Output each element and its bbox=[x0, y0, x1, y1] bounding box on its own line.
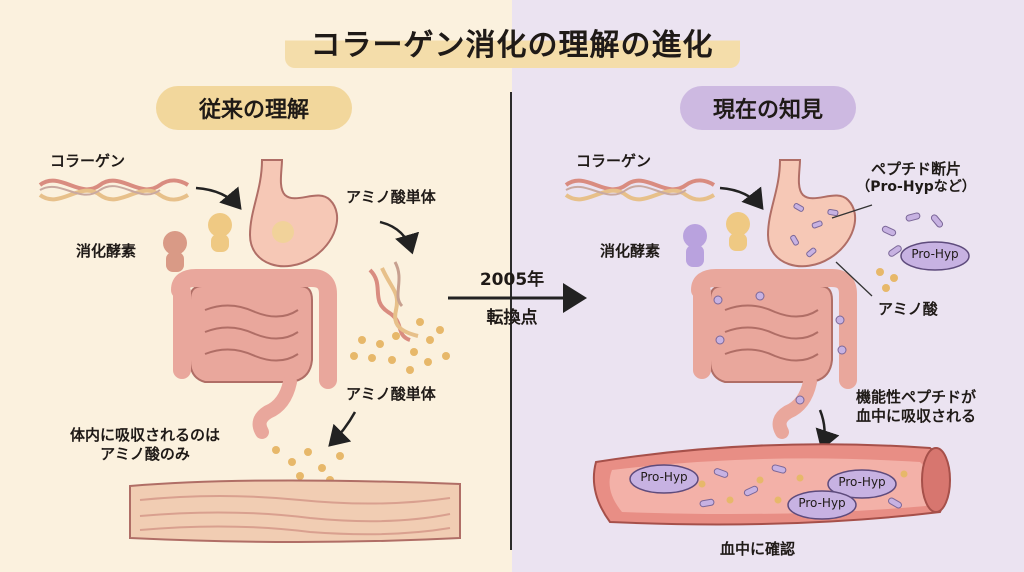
right-heading: 現在の知見 bbox=[680, 86, 856, 130]
stomach-icon bbox=[766, 159, 857, 268]
title-container: コラーゲン消化の理解の進化 bbox=[0, 18, 1024, 68]
functional-line2: 血中に吸収される bbox=[855, 406, 976, 425]
right-collagen-label: コラーゲン bbox=[576, 152, 652, 170]
peptide-fragment-icon bbox=[881, 212, 944, 257]
pro-hyp-tag-text: Pro-Hyp bbox=[911, 247, 959, 261]
left-absorbed-label: 体内に吸収されるのは アミノ酸のみ bbox=[40, 426, 250, 464]
pro-hyp-tag bbox=[827, 469, 897, 499]
intestine-icon bbox=[691, 269, 857, 439]
pro-hyp-tag bbox=[787, 490, 857, 520]
left-enzyme-label: 消化酵素 bbox=[76, 242, 137, 260]
pro-hyp-tag bbox=[629, 464, 699, 494]
pro-hyp-tag-text: Pro-Hyp bbox=[640, 470, 688, 484]
arrow-icon bbox=[379, 220, 420, 255]
peptide-line2: （Pro-Hypなど） bbox=[856, 178, 976, 195]
arrow-icon bbox=[328, 411, 357, 447]
leader-line bbox=[831, 204, 873, 219]
left-collagen-label: コラーゲン bbox=[50, 152, 126, 170]
turning-point-label: 転換点 bbox=[486, 308, 538, 328]
functional-line1: 機能性ペプチドが bbox=[855, 388, 976, 406]
left-amino-bottom-label: アミノ酸単体 bbox=[346, 385, 436, 403]
panel-divider bbox=[510, 92, 512, 550]
leader-line bbox=[835, 261, 873, 297]
left-amino-top-label: アミノ酸単体 bbox=[346, 188, 436, 206]
pro-hyp-tag bbox=[900, 241, 970, 271]
left-absorbed-line2: アミノ酸のみ bbox=[100, 444, 190, 463]
left-heading: 従来の理解 bbox=[156, 86, 352, 130]
enzyme-character-icon bbox=[163, 213, 294, 272]
amino-dots-icon bbox=[272, 318, 450, 484]
stomach-icon bbox=[248, 159, 339, 268]
pro-hyp-tag-text: Pro-Hyp bbox=[798, 496, 846, 510]
dna-helix-icon bbox=[564, 178, 716, 202]
arrow-icon bbox=[815, 409, 840, 451]
enzyme-character-icon bbox=[683, 212, 750, 267]
page-title: コラーゲン消化の理解の進化 bbox=[284, 18, 740, 68]
arrow-icon bbox=[719, 186, 764, 210]
pro-hyp-tag-text: Pro-Hyp bbox=[838, 475, 886, 489]
dna-helix-icon bbox=[38, 178, 190, 202]
right-amino-label: アミノ酸 bbox=[878, 300, 938, 318]
confirmed-in-blood-label: 血中に確認 bbox=[720, 540, 796, 558]
right-enzyme-label: 消化酵素 bbox=[600, 242, 661, 260]
arrow-icon bbox=[195, 186, 242, 210]
functional-peptide-label: 機能性ペプチドが 血中に吸収される bbox=[836, 388, 996, 426]
turning-year: 2005年 bbox=[479, 270, 545, 290]
blood-vessel-icon bbox=[592, 443, 951, 526]
tissue-layer-icon bbox=[129, 479, 461, 543]
amino-strand-icon bbox=[368, 261, 419, 342]
left-absorbed-line1: 体内に吸収されるのは bbox=[69, 426, 220, 444]
peptide-fragment-label: ペプチド断片 （Pro-Hypなど） bbox=[848, 160, 984, 196]
peptide-line1: ペプチド断片 bbox=[870, 160, 961, 178]
intestine-icon bbox=[171, 269, 337, 439]
